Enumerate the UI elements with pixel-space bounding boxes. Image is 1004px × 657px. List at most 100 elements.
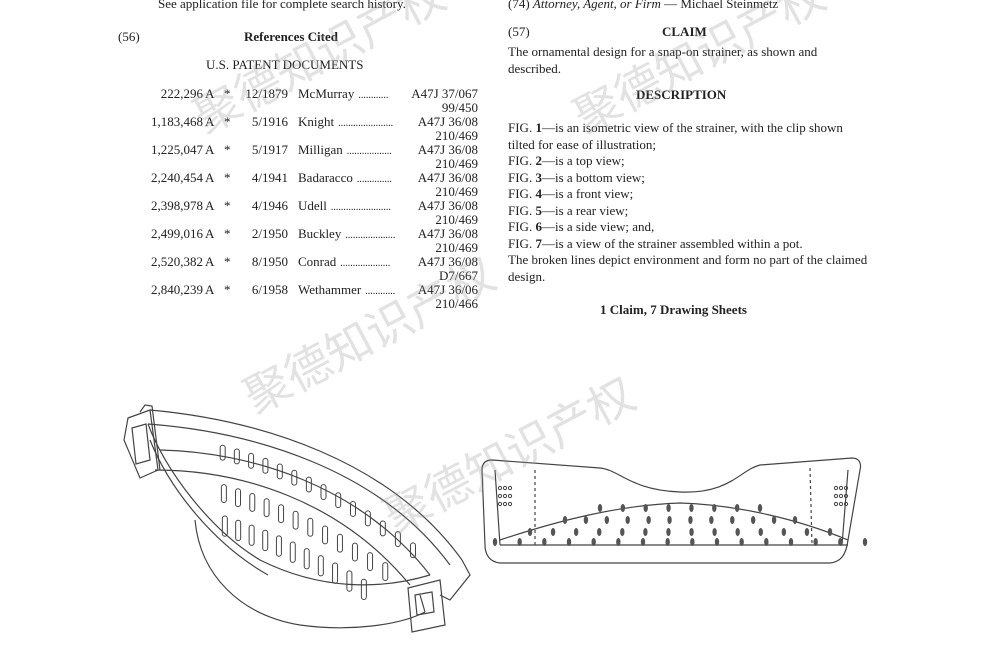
strainer-slot	[335, 492, 342, 509]
strainer-hole	[643, 504, 648, 512]
left-clip	[123, 409, 159, 479]
strainer-hole	[616, 538, 621, 546]
strainer-slot	[379, 520, 386, 537]
strainer-hole	[591, 538, 596, 546]
strainer-slot	[317, 555, 324, 577]
side-vent-hole	[833, 485, 839, 491]
reference-kind: A	[205, 170, 215, 185]
reference-date: 12/1879	[245, 86, 288, 101]
strainer-slot	[360, 578, 367, 601]
figure-descriptions: FIG. 1—is an isometric view of the strai…	[508, 120, 870, 285]
strainer-hole	[620, 528, 625, 536]
reference-number: 222,296	[160, 86, 203, 101]
strainer-hole	[688, 516, 693, 524]
figure-description: FIG. 1—is an isometric view of the strai…	[508, 120, 870, 153]
strainer-hole	[690, 538, 695, 546]
reference-star: *	[224, 226, 231, 241]
reference-number: 2,499,016	[151, 226, 203, 241]
strainer-hole	[597, 528, 602, 536]
strainer-hole	[712, 528, 717, 536]
reference-inventor: Milligan..................	[298, 143, 392, 159]
strainer-hole	[527, 528, 533, 536]
strainer-hole	[667, 516, 672, 524]
fig-text: —is a view of the strainer assembled wit…	[541, 235, 803, 251]
side-vent-hole	[843, 493, 849, 499]
strainer-slot	[276, 463, 283, 480]
attorney-label: Attorney, Agent, or Firm	[532, 0, 661, 11]
strainer-slot	[262, 529, 269, 552]
strainer-slot	[263, 498, 270, 518]
strainer-rim-outer	[149, 409, 463, 561]
fig-number: 4	[535, 186, 542, 201]
strainer-hole	[739, 538, 744, 546]
fig-text: —is a bottom view;	[541, 169, 645, 185]
reference-kind: A	[205, 282, 215, 297]
strainer-hole	[764, 538, 769, 546]
strainer-hole	[757, 504, 763, 512]
reference-class: A47J 36/08	[417, 254, 478, 269]
strainer-slot	[382, 562, 389, 582]
strainer-slot	[219, 444, 226, 461]
strainer-front-outline	[481, 457, 862, 564]
leader-dots: ..............	[356, 174, 392, 185]
strainer-slot	[235, 488, 242, 508]
strainer-slot	[262, 457, 269, 474]
fig-prefix: FIG.	[508, 202, 536, 218]
reference-class-secondary: 210/469	[435, 240, 478, 255]
reference-inventor: Badaracco..............	[298, 171, 392, 187]
reference-kind: A	[205, 198, 215, 213]
strainer-hole	[792, 516, 798, 524]
claim-code: (57)	[508, 24, 530, 39]
leader-dots: ....................	[345, 230, 396, 241]
reference-date: 4/1946	[251, 198, 288, 213]
reference-inventor: Conrad....................	[298, 255, 390, 271]
reference-number: 2,240,454	[151, 170, 203, 185]
strainer-bowl	[194, 519, 426, 629]
reference-kind: A	[205, 86, 215, 101]
strainer-hole	[665, 538, 670, 546]
strainer-hole	[646, 516, 651, 524]
reference-date: 4/1941	[251, 170, 288, 185]
figure-description: FIG. 7—is a view of the strainer assembl…	[508, 236, 870, 253]
reference-star: *	[224, 254, 231, 269]
reference-class: A47J 36/08	[417, 142, 478, 157]
fig-prefix: FIG.	[508, 120, 536, 135]
inventor-name: Wethammer	[298, 282, 362, 297]
reference-date: 6/1958	[251, 282, 288, 297]
reference-class: A47J 36/08	[417, 114, 478, 129]
leader-dots: ....................	[340, 258, 391, 269]
side-vent-hole	[502, 485, 508, 491]
side-vent-hole	[838, 501, 844, 507]
reference-class-secondary: 210/469	[435, 184, 478, 199]
claims-summary: 1 Claim, 7 Drawing Sheets	[600, 302, 747, 317]
reference-class: A47J 37/067	[411, 86, 478, 101]
strainer-slot	[350, 501, 357, 517]
strainer-slot	[221, 515, 228, 537]
reference-number: 2,398,978	[151, 198, 203, 213]
strainer-slot	[367, 552, 374, 571]
strainer-hole	[640, 538, 646, 546]
reference-star: *	[224, 282, 231, 297]
reference-number: 2,520,382	[151, 254, 203, 269]
fig-text: —is a side view; and,	[541, 219, 655, 234]
strainer-slot	[278, 504, 285, 524]
claim-title: CLAIM	[662, 24, 707, 39]
reference-class-secondary: 210/469	[435, 128, 478, 143]
strainer-slot	[394, 531, 401, 548]
reference-class-secondary: 210/469	[435, 156, 478, 171]
reference-number: 1,183,468	[151, 114, 203, 129]
reference-date: 8/1950	[251, 254, 288, 269]
strainer-hole	[620, 504, 626, 512]
reference-date: 5/1916	[251, 114, 288, 129]
side-vent-hole	[507, 501, 513, 507]
fig-prefix: FIG.	[508, 235, 536, 251]
reference-class-secondary: 210/469	[435, 212, 478, 227]
strainer-slot	[292, 510, 299, 530]
claim-text: The ornamental design for a snap-on stra…	[508, 44, 818, 76]
figure-description: FIG. 5—is a rear view;	[508, 203, 870, 220]
side-vent-hole	[507, 485, 513, 491]
front-view-holes	[492, 485, 868, 546]
references-subtitle: U.S. PATENT DOCUMENTS	[206, 57, 364, 72]
